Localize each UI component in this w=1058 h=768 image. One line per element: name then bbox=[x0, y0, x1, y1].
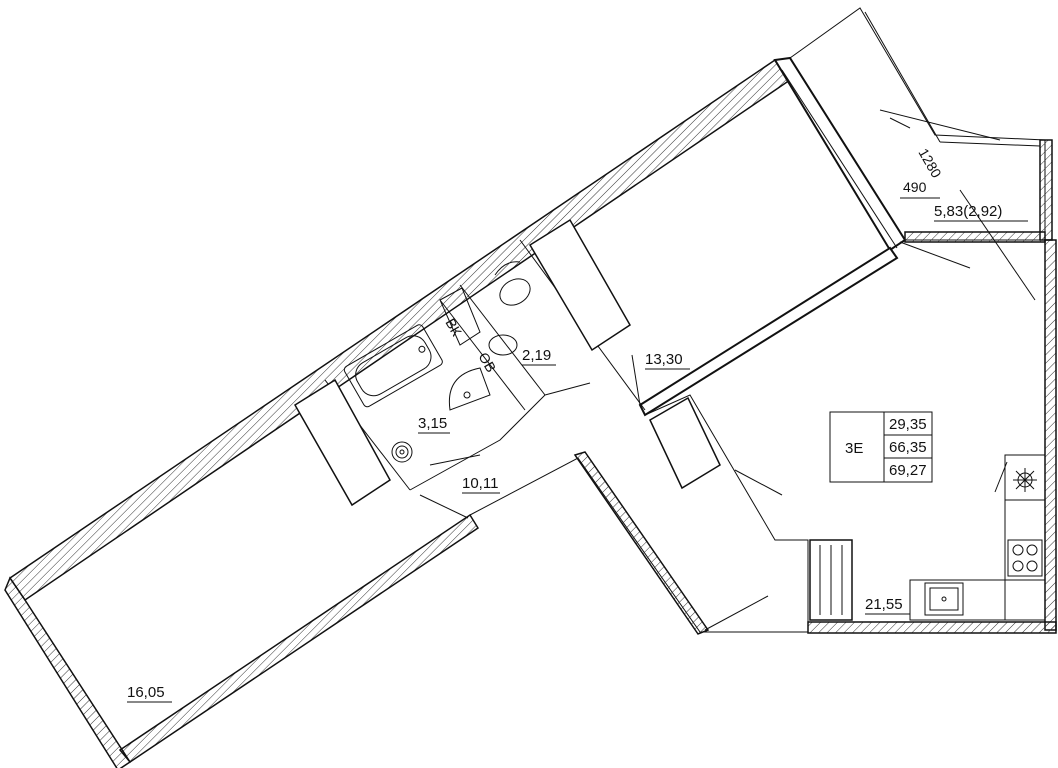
living-area-value: 29,35 bbox=[889, 416, 927, 433]
stove-icon bbox=[1007, 539, 1043, 577]
balcony-length-dimension: 1280 bbox=[915, 146, 945, 181]
bathtub-icon bbox=[343, 324, 443, 408]
floor-drain-icon bbox=[391, 441, 413, 463]
apartment-type-label: 3Е bbox=[845, 440, 863, 457]
toilet-icon bbox=[494, 261, 531, 306]
room-area-label: 2,19 bbox=[522, 347, 551, 364]
room-area-label: 13,30 bbox=[645, 351, 683, 368]
radiator-kitchen-bottom bbox=[809, 539, 853, 621]
room-labels: 16,05 13,30 10,11 3,15 2,19 21,55 5,83(2… bbox=[127, 203, 1028, 703]
radiator-left bbox=[293, 378, 391, 507]
balcony-depth-dimension: 490 bbox=[903, 179, 927, 195]
room-area-label: 21,55 bbox=[865, 596, 903, 613]
gas-valve-icon bbox=[1013, 468, 1037, 492]
water-meter-label: ВК bbox=[442, 316, 465, 340]
total-area-value: 66,35 bbox=[889, 439, 927, 456]
radiator-middle bbox=[528, 218, 632, 352]
dimension-lines bbox=[879, 109, 1036, 301]
sink-icon bbox=[448, 367, 491, 411]
balcony-area-label: 5,83(2,92) bbox=[934, 203, 1002, 220]
radiator-kitchen bbox=[649, 396, 721, 490]
room-area-label: 10,11 bbox=[462, 475, 498, 492]
area-summary-table: 3Е 29,35 66,35 69,27 bbox=[829, 411, 933, 483]
room-area-label: 3,15 bbox=[418, 415, 447, 432]
total-area-with-balcony-value: 69,27 bbox=[889, 462, 927, 479]
kitchen-sink-icon bbox=[924, 582, 964, 616]
door-swings bbox=[419, 241, 1008, 631]
wash-basin-icon bbox=[488, 334, 518, 356]
exterior-walls bbox=[4, 7, 1057, 768]
room-area-label: 16,05 bbox=[127, 684, 165, 701]
kitchen-counter bbox=[909, 454, 1046, 621]
utility-shaft bbox=[439, 287, 481, 346]
